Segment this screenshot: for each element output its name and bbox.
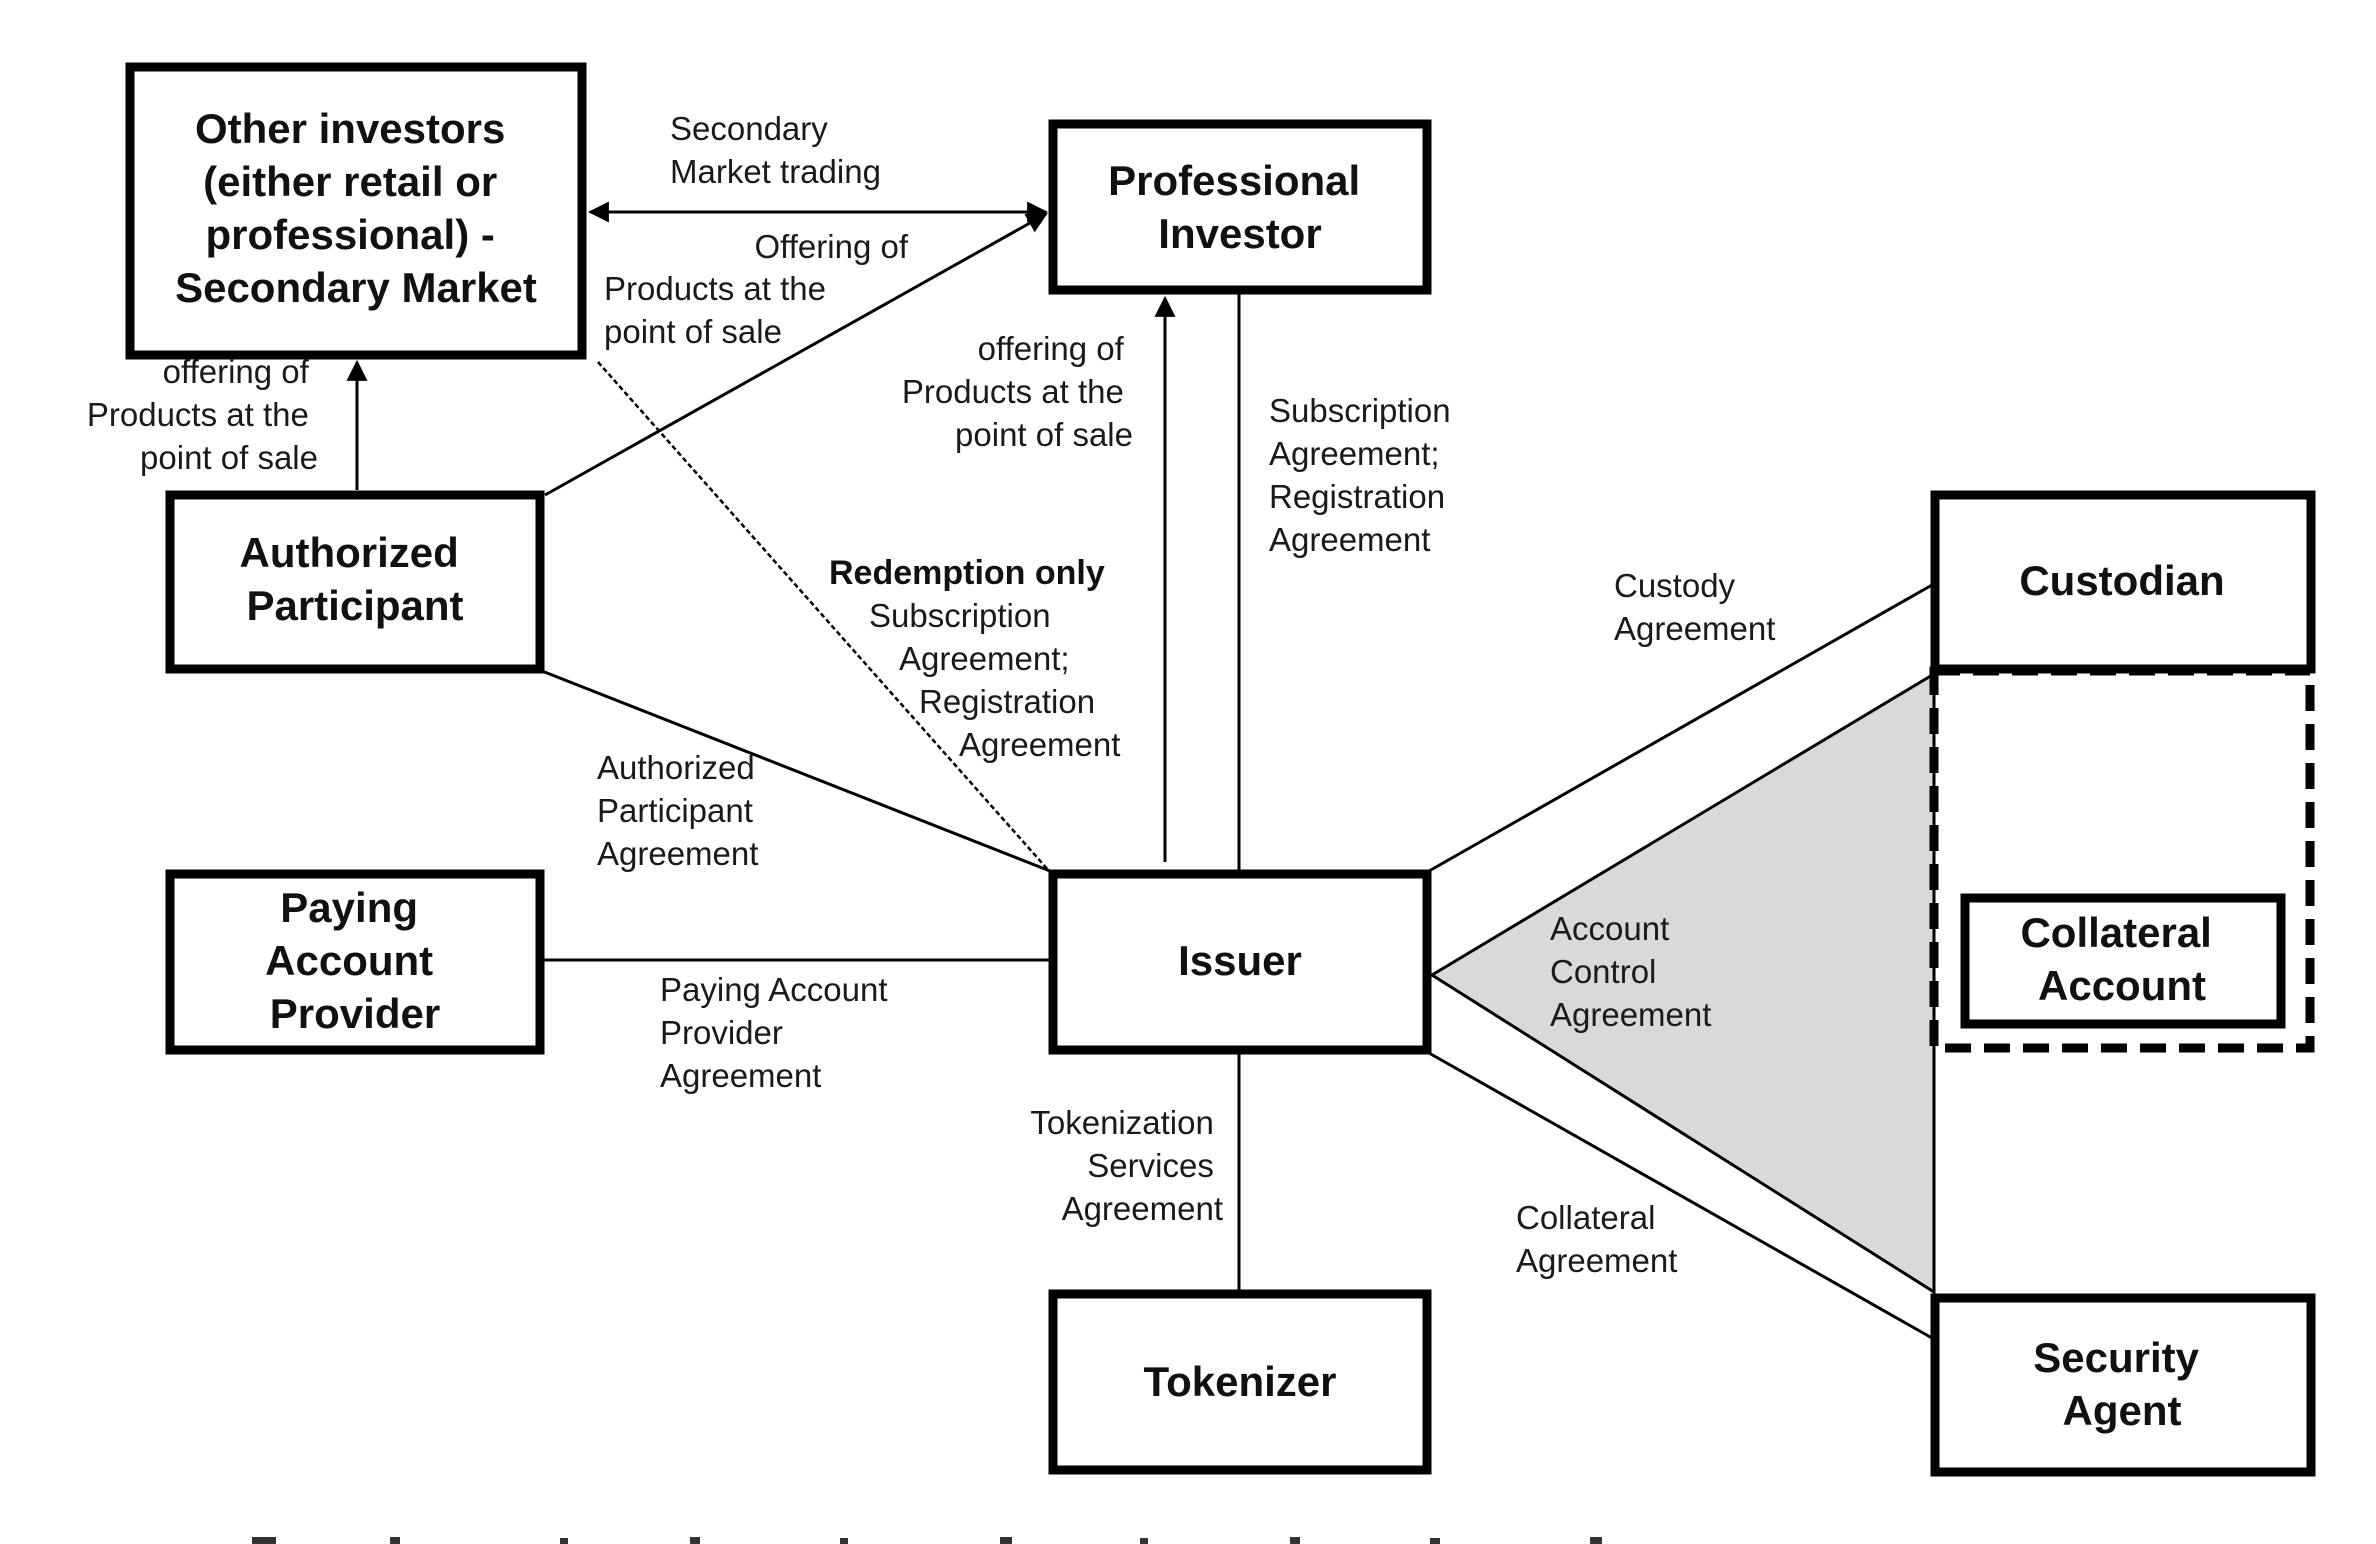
node-label-line: Account — [265, 937, 433, 984]
node-paying-account-provider: Paying Account Provider — [165, 869, 545, 1055]
label-redemption-only: Redemption only — [829, 554, 1105, 592]
svg-text:Issuer: Issuer — [1178, 937, 1302, 984]
node-label-line: Collateral — [2020, 909, 2211, 956]
node-label-line: (either retail or — [203, 158, 497, 205]
node-security-agent: Security Agent — [1930, 1293, 2316, 1477]
edge-redemption-dashed — [597, 361, 1051, 873]
svg-text:Collateral Account: Collateral Account — [2020, 909, 2223, 1009]
node-label-line: Account — [2038, 962, 2206, 1009]
node-tokenizer: Tokenizer — [1048, 1289, 1432, 1475]
svg-text:Authorized Participant: Authorized Participant — [240, 529, 471, 629]
node-label-line: Secondary Market — [175, 264, 537, 311]
node-label-line: professional) - — [205, 211, 494, 258]
label-ap-to-other-investors: offering of Products at the point of sal… — [87, 353, 318, 476]
node-label-line: Other investors — [195, 105, 505, 152]
label-redemption-agreements: Subscription Agreement; Registration Agr… — [869, 597, 1120, 763]
label-custody-agreement: Custody Agreement — [1614, 567, 1775, 647]
node-label-line: Provider — [270, 990, 440, 1037]
edge-ap-to-professional — [544, 212, 1048, 497]
svg-text:Tokenizer: Tokenizer — [1144, 1358, 1337, 1405]
label-paying-account-provider-agreement: Paying Account Provider Agreement — [660, 971, 897, 1094]
node-label-line: Custodian — [2019, 557, 2224, 604]
label-ap-to-professional: Offering of — [755, 228, 909, 265]
label-ap-to-professional-cont: Products at the point of sale — [604, 270, 835, 350]
label-secondary-market-trading: Secondary Market trading — [670, 110, 881, 190]
node-label-line: Issuer — [1178, 937, 1302, 984]
label-authorized-participant-agreement: Authorized Participant Agreement — [597, 749, 764, 872]
label-collateral-agreement: Collateral Agreement — [1516, 1199, 1677, 1279]
figure-caption-clipped — [250, 1536, 1670, 1544]
label-issuer-professional-subscription: Subscription Agreement; Registration Agr… — [1269, 392, 1460, 558]
node-label-line: Authorized — [240, 529, 459, 576]
node-authorized-participant: Authorized Participant — [165, 490, 545, 674]
node-label-line: Tokenizer — [1144, 1358, 1337, 1405]
svg-text:Professional Investor: Professional Investor — [1108, 157, 1372, 257]
label-account-control-agreement: Account Control Agreement — [1550, 910, 1711, 1033]
label-tokenization-services-agreement: Tokenization Services Agreement — [1030, 1104, 1223, 1227]
node-label-line: Participant — [246, 582, 463, 629]
node-label-line: Investor — [1158, 210, 1321, 257]
edge-custody-agreement — [1428, 583, 1933, 873]
edge-authorized-participant-agreement — [541, 669, 1051, 873]
node-custodian: Custodian — [1930, 490, 2316, 674]
node-issuer: Issuer — [1048, 869, 1432, 1055]
svg-text:Paying Account Pro: Paying Account Provider — [265, 884, 445, 1037]
node-professional-investor: Professional Investor — [1048, 119, 1432, 295]
svg-text:Security Agent: Security Agent — [2033, 1334, 2210, 1434]
node-label-line: Professional — [1108, 157, 1360, 204]
node-label-line: Agent — [2063, 1387, 2182, 1434]
svg-text:Custodian: Custodian — [2019, 557, 2224, 604]
node-collateral-account: Collateral Account — [1960, 893, 2286, 1029]
edge-collateral-agreement — [1428, 1051, 1933, 1340]
label-issuer-to-professional-offering: offering of Products at the point of sal… — [902, 330, 1133, 453]
node-label-line: Security — [2033, 1334, 2199, 1381]
account-control-region — [1429, 671, 1936, 1295]
node-label-line: Paying — [280, 884, 418, 931]
node-other-investors: Other investors (either retail or profes… — [125, 62, 587, 360]
collateral-container-dashed — [1929, 666, 2315, 1053]
svg-text:Other investors (either: Other investors (either retail or profes… — [175, 105, 537, 311]
